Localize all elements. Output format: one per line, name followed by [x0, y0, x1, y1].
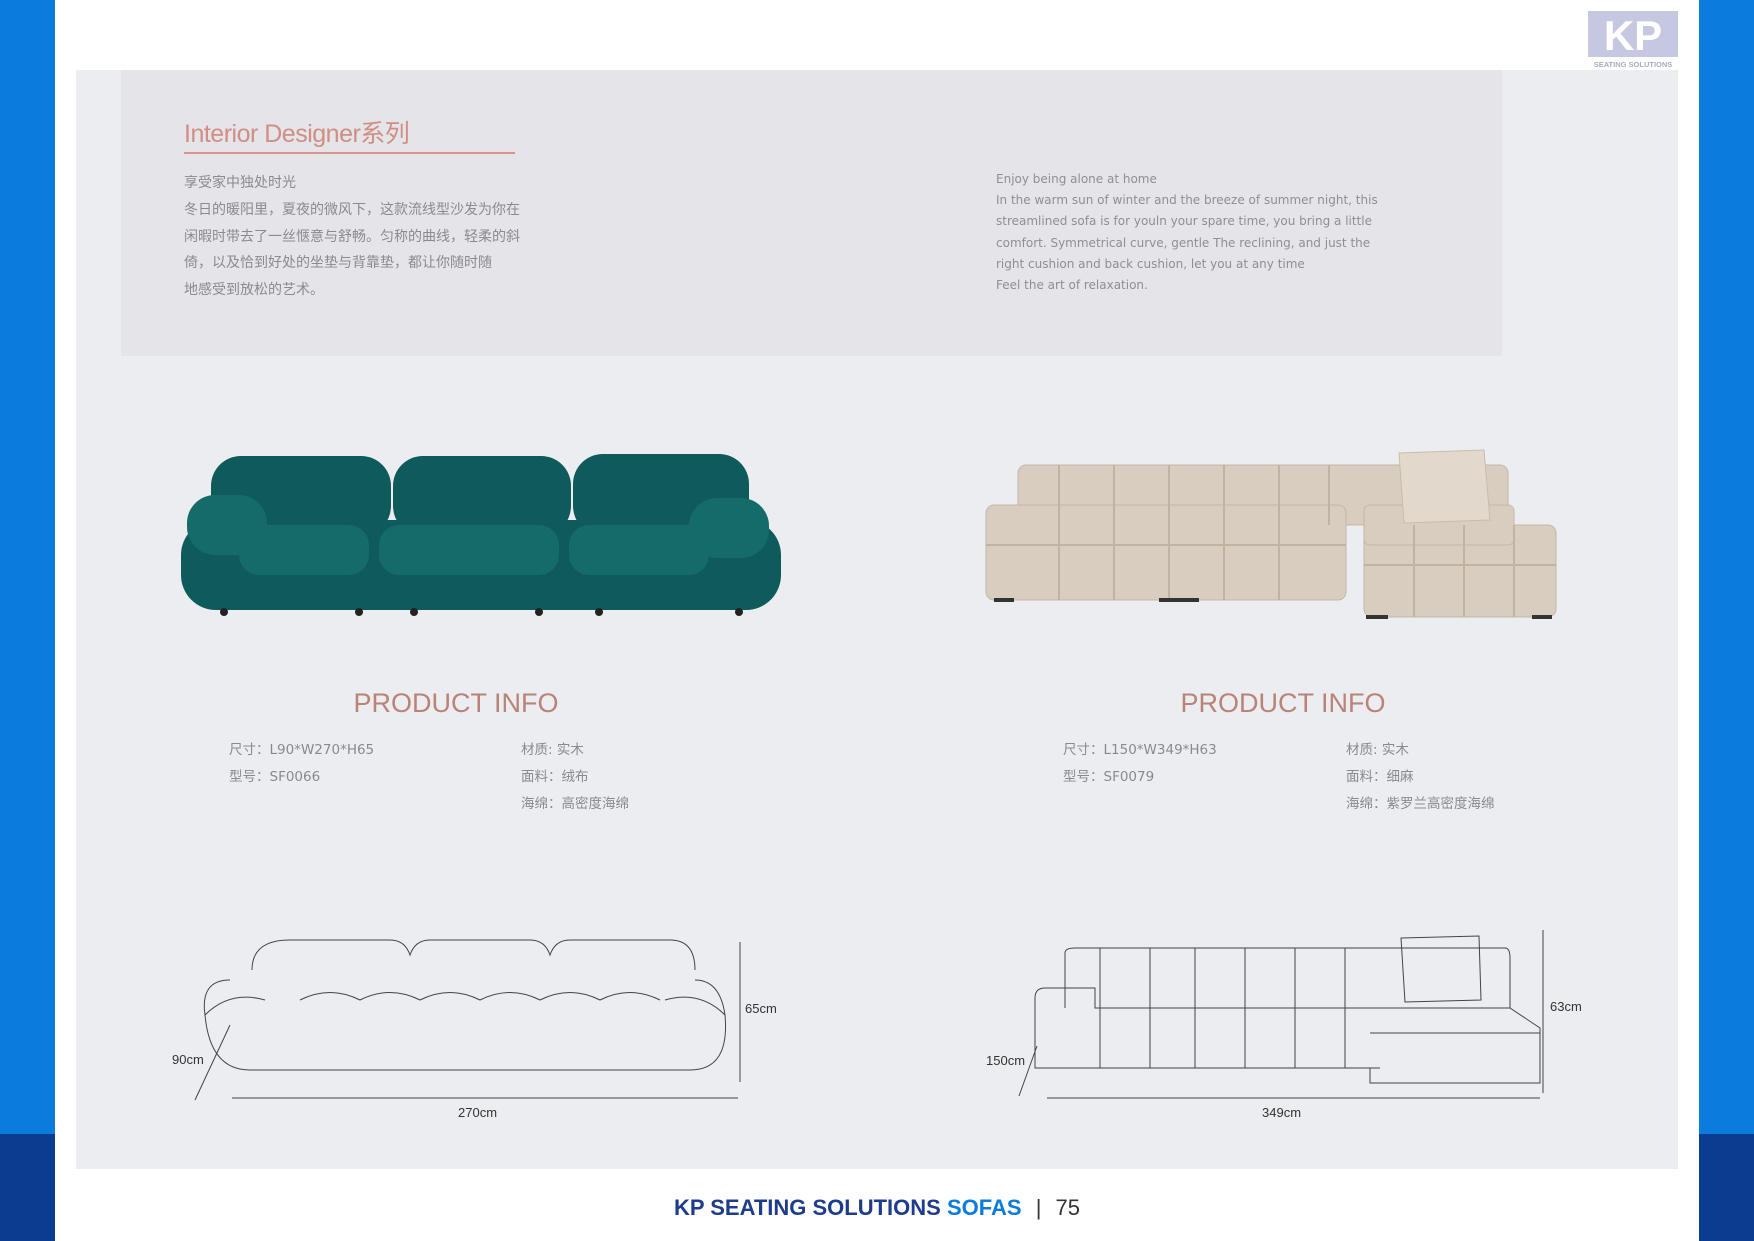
left-blue-band: [0, 0, 55, 1134]
right-blue-band: [1699, 0, 1754, 1134]
logo-subtitle: SEATING SOLUTIONS: [1593, 60, 1673, 69]
dim-width-2: 349cm: [1262, 1105, 1302, 1120]
en-line: Enjoy being alone at home: [996, 172, 1157, 186]
right-navy-band: [1699, 1134, 1754, 1241]
en-line: In the warm sun of winter and the breeze…: [996, 193, 1378, 208]
cn-line: 倚，以及恰到好处的坐垫与背靠垫，都让你随时随: [184, 255, 492, 272]
en-line: right cushion and back cushion, let you …: [996, 256, 1305, 271]
intro-english: Enjoy being alone at home In the warm su…: [996, 169, 1378, 296]
intro-box: [121, 70, 1502, 356]
en-line: Feel the art of relaxation.: [996, 278, 1148, 293]
cn-line: 闲暇时带去了一丝惬意与舒畅。匀称的曲线，轻柔的斜: [184, 228, 520, 245]
green-sofa-line-drawing: [194, 939, 741, 1101]
spec-sponge-1: 海绵：高密度海绵: [521, 796, 629, 812]
spec-fabric-2: 面料：细麻: [1346, 769, 1414, 785]
dim-depth-1: 90cm: [172, 1052, 204, 1067]
dim-depth-2: 150cm: [986, 1053, 1026, 1068]
kp-logo: KP SEATING SOLUTIONS: [1588, 11, 1678, 69]
product-info-heading-1: PRODUCT INFO: [353, 688, 559, 718]
product-info-heading-2: PRODUCT INFO: [1180, 688, 1386, 718]
series-title: Interior Designer系列: [184, 114, 515, 154]
spec-model-1: 型号：SF0066: [229, 769, 321, 785]
dim-height-2: 63cm: [1550, 999, 1582, 1014]
footer-section: SOFAS: [946, 1195, 1022, 1220]
en-line: streamlined sofa is for youln your spare…: [996, 214, 1373, 229]
logo-letters: KP: [1590, 13, 1676, 59]
en-line: comfort. Symmetrical curve, gentle The r…: [996, 235, 1371, 250]
spec-size-2: 尺寸：L150*W349*H63: [1063, 742, 1217, 758]
footer-brand: KP SEATING SOLUTIONS: [673, 1195, 941, 1220]
page-number: 75: [1055, 1195, 1081, 1220]
spec-model-2: 型号：SF0079: [1063, 769, 1155, 785]
page-footer: KP SEATING SOLUTIONS SOFAS | 75: [0, 1195, 1754, 1221]
spec-material-2: 材质: 实木: [1346, 742, 1409, 758]
beige-sofa-line-drawing: [1018, 930, 1544, 1099]
cn-line: 冬日的暖阳里，夏夜的微风下，这款流线型沙发为你在: [184, 201, 520, 218]
footer-separator: |: [1035, 1195, 1042, 1220]
spec-fabric-1: 面料：绒布: [521, 769, 589, 785]
spec-sponge-2: 海绵：紫罗兰高密度海绵: [1346, 796, 1495, 812]
spec-material-1: 材质: 实木: [521, 742, 584, 758]
cn-line: 享受家中独处时光: [184, 175, 296, 191]
green-sofa-photo: [181, 454, 781, 616]
left-navy-band: [0, 1134, 55, 1241]
dim-height-1: 65cm: [745, 1001, 777, 1016]
beige-sofa-photo: [985, 449, 1557, 619]
cn-line: 地感受到放松的艺术。: [184, 282, 324, 299]
intro-chinese: 享受家中独处时光 冬日的暖阳里，夏夜的微风下，这款流线型沙发为你在 闲暇时带去了…: [184, 170, 520, 304]
dim-width-1: 270cm: [458, 1105, 498, 1120]
spec-size-1: 尺寸：L90*W270*H65: [229, 742, 375, 758]
